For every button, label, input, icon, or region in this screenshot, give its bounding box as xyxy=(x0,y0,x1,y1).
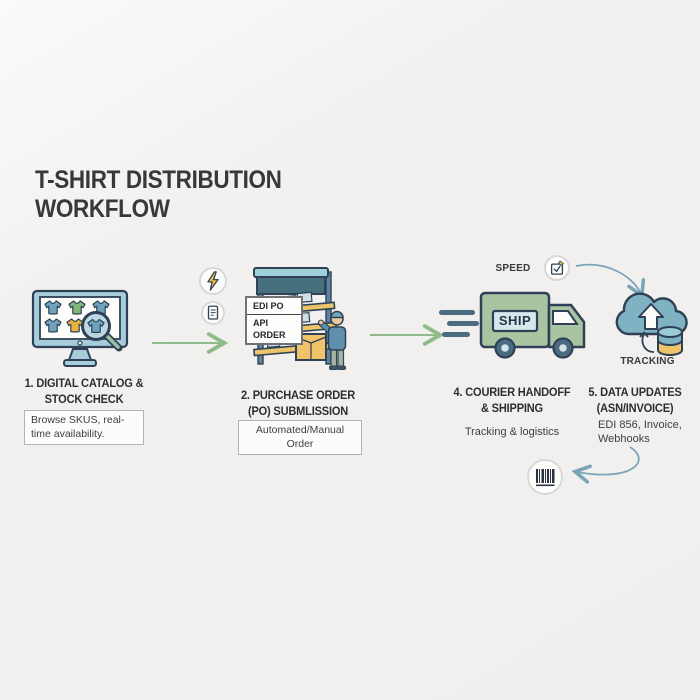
step-4-note: Tracking & logistics xyxy=(464,426,560,438)
lightning-icon xyxy=(207,271,219,291)
database-icon xyxy=(657,326,683,356)
db-to-cloud-arrow xyxy=(639,331,655,353)
order-tag-line1: EDI PO xyxy=(253,301,284,311)
step-1-note: Browse SKUS, real-time availability. xyxy=(24,410,144,446)
lightning-icon-circle xyxy=(199,267,227,295)
webhooks-to-barcode-arrow xyxy=(571,446,640,484)
step-2-title: 2. PURCHASE ORDER (PO) SUBMLISSION xyxy=(240,388,356,418)
worker-figure xyxy=(317,310,347,370)
speed-label: SPEED xyxy=(495,263,531,274)
barcode-icon xyxy=(536,469,555,487)
speed-checkbox-icon xyxy=(550,260,565,275)
checklist-icon xyxy=(207,305,219,320)
delivery-truck-icon xyxy=(439,291,586,359)
magnifier-icon xyxy=(81,311,123,352)
step-4-title: 4. COURIER HANDOFF & SHIPPING xyxy=(453,385,571,415)
speed-lines xyxy=(439,310,479,337)
step-2-note: Automated/Manual Order xyxy=(238,420,362,456)
order-tag: EDI PO API ORDER xyxy=(245,296,303,345)
monitor-icon xyxy=(31,289,129,367)
page-title-line2: WORKFLOW xyxy=(35,195,170,223)
order-tag-line2: API ORDER xyxy=(247,314,301,343)
step-1-title: 1. DIGITAL CATALOG & STOCK CHECK xyxy=(24,376,144,406)
speed-checkbox-circle xyxy=(544,255,570,281)
step-5-note: EDI 856, Invoice, Webhooks xyxy=(598,419,682,446)
checklist-icon-circle xyxy=(201,301,225,325)
ship-label: SHIP xyxy=(498,313,532,328)
step-5-title: 5. DATA UPDATES (ASN/INVOICE) xyxy=(588,385,682,415)
cloud-tracking-illustration xyxy=(615,292,688,356)
tracking-label: TRACKING xyxy=(620,356,675,367)
page-title: T-SHIRT DISTRIBUTION WORKFLOW xyxy=(35,166,282,224)
page-title-line1: T-SHIRT DISTRIBUTION xyxy=(35,166,282,194)
barcode-icon-circle xyxy=(527,459,563,495)
upload-arrow xyxy=(638,303,664,330)
